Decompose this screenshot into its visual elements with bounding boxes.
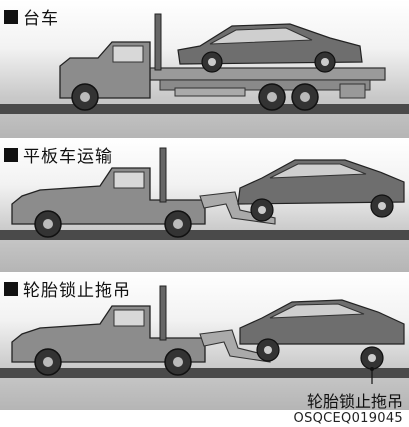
car-window	[269, 303, 365, 319]
wheel-lift-panel: 平板车运输	[0, 138, 409, 272]
section-title: 平板车运输	[4, 142, 113, 167]
flatbed-deck	[149, 67, 386, 81]
wheel-lift-arm	[199, 329, 271, 363]
exhaust-stack	[154, 13, 162, 71]
cab-window	[112, 45, 144, 63]
car-on-flatbed	[177, 23, 363, 65]
tow-truck	[11, 305, 206, 363]
section-title: 台车	[4, 4, 59, 29]
section-title-text: 轮胎锁止拖吊	[23, 281, 131, 301]
ground-line	[0, 230, 409, 240]
section-title-text: 平板车运输	[23, 147, 113, 167]
car-window	[269, 163, 367, 179]
tow-truck	[11, 167, 206, 225]
cab-window	[113, 309, 145, 327]
wheel-lock-panel: 轮胎锁止拖吊	[0, 272, 409, 410]
wheel-lock-callout-label: 轮胎锁止拖吊	[306, 392, 403, 411]
towed-car	[239, 299, 405, 345]
wheel-lift-illustration	[0, 147, 409, 240]
flatbed-panel: 台车	[0, 0, 409, 138]
car-window	[209, 27, 313, 45]
wheel-lock-illustration	[0, 285, 409, 384]
exhaust-stack	[159, 285, 167, 341]
section-title-text: 台车	[23, 9, 59, 29]
cab-window	[113, 171, 145, 189]
towed-car	[237, 159, 405, 205]
exhaust-stack	[159, 147, 167, 203]
bullet-square-icon	[4, 147, 18, 162]
figure-code: OSQCEQ019045	[293, 411, 403, 426]
section-title: 轮胎锁止拖吊	[4, 276, 131, 301]
bullet-square-icon	[4, 281, 18, 296]
flatbed-truck-illustration	[0, 13, 409, 114]
ground-line	[0, 368, 409, 378]
ground-line	[0, 104, 409, 114]
bullet-square-icon	[4, 9, 18, 24]
